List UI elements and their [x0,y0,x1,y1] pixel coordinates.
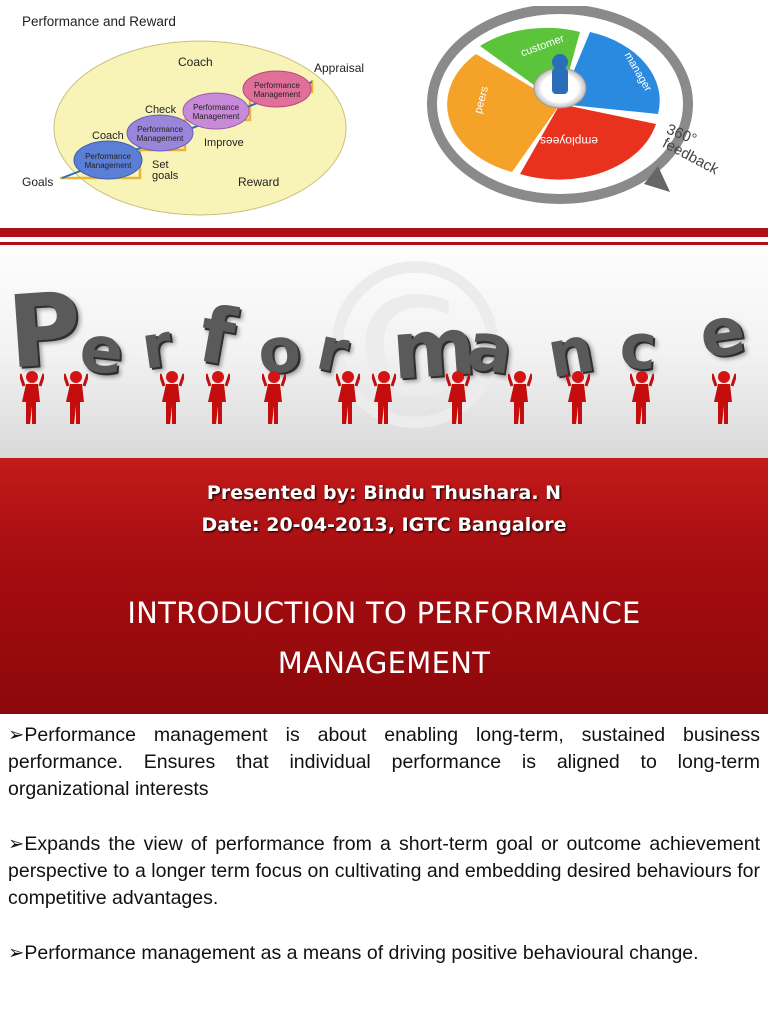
oval-diagram-graphic [53,40,347,216]
diagram-title: Performance and Reward [22,14,176,29]
slide-title-line2: MANAGEMENT [277,646,491,680]
bullet-text-1: Performance management is about enabling… [8,724,760,800]
bullet-1: ➢Performance management is about enablin… [8,722,760,803]
red-figure-icon [64,371,88,424]
box-performance-management-2: Performance Management [136,125,184,143]
bullet-marker: ➢ [8,833,25,855]
title-band: INTRODUCTION TO PERFORMANCE MANAGEMENT [0,566,768,714]
top-diagrams: Performance and Reward Performance Manag… [0,0,768,228]
bullet-text-2: Expands the view of performance from a s… [8,833,760,909]
label-check: Check [145,104,177,116]
banner-stripe-thin [0,242,768,245]
feedback-360-diagram: customer manager employees peers 360° fe… [420,6,768,222]
label-improve: Improve [204,137,244,149]
banner-stripe-top [0,228,768,237]
slide-body: ➢Performance management is about enablin… [8,722,760,995]
red-figure-icon [508,371,532,424]
box-performance-management-3: Performance Management [192,103,240,121]
label-appraisal: Appraisal [314,61,365,75]
slide-title-line1: INTRODUCTION TO PERFORMANCE [127,596,641,630]
red-figure-icon [206,371,230,424]
banner-letter-11: e [694,291,750,374]
presenter-band: Presented by: Bindu Thushara. N Date: 20… [0,458,768,566]
presenter-name: Presented by: Bindu Thushara. N [206,482,562,504]
red-figure-icon [372,371,396,424]
red-figure-icon [712,371,736,424]
presentation-date: Date: 20-04-2013, IGTC Bangalore [201,514,567,536]
label-goals: Goals [22,175,54,189]
red-figure-icon [160,371,184,424]
label-set-goals: Set goals [152,159,179,182]
feedback-wheel-graphic [427,6,693,204]
red-figure-icon [446,371,470,424]
bullet-marker: ➢ [8,724,25,746]
red-figure-icon [336,371,360,424]
box-performance-management-1: Performance Management [84,152,132,170]
red-figure-icon [20,371,44,424]
bullet-2: ➢Expands the view of performance from a … [8,831,760,912]
segment-employees: employees [540,134,599,148]
bullet-marker: ➢ [8,942,25,964]
label-reward: Reward [238,175,280,189]
label-coach-top: Coach [178,55,213,69]
label-coach-mid: Coach [92,130,124,142]
red-figure-icon [566,371,590,424]
box-performance-management-4: Performance Management [253,81,301,99]
bullet-text-3: Performance management as a means of dri… [24,942,699,964]
red-figure-icon [262,371,286,424]
copyright-watermark: © [300,226,530,458]
bullet-3: ➢Performance management as a means of dr… [8,940,760,967]
performance-reward-diagram: Performance Management Performance Manag… [0,0,400,228]
red-figure-icon [630,371,654,424]
